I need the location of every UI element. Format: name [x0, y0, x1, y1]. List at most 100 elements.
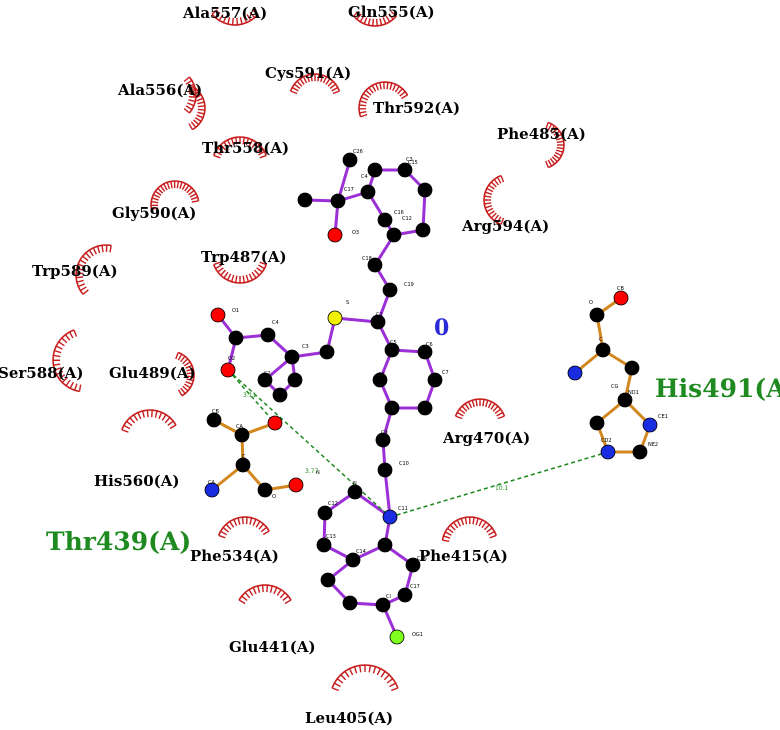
hydrophobic-spoke	[79, 286, 87, 292]
hydrophobic-spoke	[471, 399, 475, 408]
hydrophobic-spoke	[389, 682, 397, 688]
hydrophobic-spoke	[372, 666, 377, 674]
hydrophobic-spoke	[243, 15, 248, 23]
hydrophobic-spoke	[252, 9, 259, 15]
hydrophobic-spoke	[368, 87, 374, 94]
hydrophobic-spoke	[251, 141, 257, 149]
atom-label: C16	[417, 556, 427, 562]
hydrophobic-spoke	[146, 410, 149, 418]
hydrophobic-spoke	[246, 14, 252, 21]
atom-label: C18	[362, 256, 372, 262]
hydrophobic-spoke	[186, 187, 193, 194]
carbon-atom	[384, 342, 400, 358]
hydrophobic-spoke	[182, 385, 189, 392]
hydrophobic-spoke	[248, 139, 254, 147]
carbon-atom	[417, 182, 433, 198]
hydrophobic-spoke	[472, 517, 475, 525]
hydrophobic-spoke	[188, 87, 196, 91]
hydrophobic-spoke	[549, 125, 556, 132]
hydrophobic-spoke	[545, 160, 549, 168]
atom-label: NE2	[648, 442, 658, 448]
atom-label: C19	[404, 282, 414, 288]
carbon-atom	[595, 342, 611, 358]
hydrophobic-spoke	[227, 17, 231, 25]
hydrophobic-spoke	[220, 269, 226, 276]
hydrophobic-spoke	[82, 289, 89, 295]
hydrophobic-spoke	[484, 202, 492, 205]
hydrophobic-spoke	[257, 585, 261, 593]
hydrophobic-spoke	[129, 417, 136, 424]
hydrophobic-spoke	[65, 379, 71, 387]
hydrophobic-spoke	[180, 355, 186, 363]
hydrophobic-spoke	[332, 90, 340, 95]
atom-label: C12	[402, 216, 412, 222]
hydrophobic-spoke	[225, 523, 232, 530]
hydrophobic-spoke	[55, 345, 63, 350]
hydrophobic-spoke	[449, 524, 456, 531]
hydrophobic-spoke	[493, 214, 499, 222]
hydrophobic-spoke	[490, 403, 496, 410]
atom-label: C	[242, 454, 246, 460]
hydrophobic-spoke	[215, 264, 222, 270]
hydrophobic-spoke	[353, 10, 360, 17]
hydrophobic-spoke	[299, 78, 305, 85]
hydrophobic-spoke	[197, 105, 205, 108]
hydrophobic-spoke	[492, 405, 499, 412]
hydrophobic-spoke	[68, 331, 74, 339]
nitrogen-atom	[567, 365, 583, 381]
hydrophobic-spoke	[488, 184, 495, 190]
hydrophobic-spoke	[185, 79, 193, 85]
hydrophobic-spoke	[296, 80, 303, 87]
hydrophobic-spoke	[189, 193, 197, 198]
oxygen-atom	[327, 227, 343, 243]
carbon-atom	[382, 282, 398, 298]
hydrophobic-spoke	[69, 381, 75, 389]
oxygen-atom	[288, 477, 304, 493]
hydrophobic-spoke	[184, 383, 191, 389]
hydrophobic-spoke	[551, 156, 558, 163]
hydrophobic-spoke	[231, 17, 234, 25]
hydrophobic-spoke	[74, 383, 78, 391]
hydrophobic-spoke	[237, 517, 241, 525]
hydrophobic-spoke	[293, 83, 301, 89]
hydrophobic-spoke	[248, 589, 254, 596]
hydrophobic-spoke	[379, 18, 383, 26]
hydrophobic-spoke	[331, 687, 339, 692]
hydrophobic-spoke	[484, 191, 493, 195]
hydrophobic-spoke	[383, 674, 390, 681]
carbon-atom	[287, 372, 303, 388]
residue-label: Thr592(A)	[373, 99, 460, 117]
hydrophobic-spoke	[269, 585, 273, 593]
hydrophobic-spoke	[235, 137, 238, 145]
hydrophobic-spoke	[214, 11, 221, 19]
hydrophobic-spoke	[196, 114, 204, 119]
atom-label: C1	[376, 312, 383, 318]
hydrophobic-spoke	[336, 678, 344, 684]
hydrophobic-spoke	[382, 17, 387, 25]
carbon-atom	[632, 444, 648, 460]
hydrophobic-spoke	[261, 585, 264, 593]
hydrophobic-spoke	[177, 353, 183, 361]
hydrogen-bond	[227, 369, 276, 424]
hydrophobic-spoke	[497, 415, 505, 420]
hydrophobic-spoke	[258, 264, 265, 270]
hydrophobic-spoke	[169, 424, 177, 430]
hydrophobic-spoke	[241, 595, 248, 601]
hydrophobic-spoke	[460, 518, 465, 526]
carbon-atom	[370, 314, 386, 330]
atom-label: CA	[208, 480, 215, 486]
hydrophobic-spoke	[186, 372, 194, 375]
hydrophobic-spoke	[554, 151, 562, 157]
hydrophobic-spoke	[186, 378, 194, 382]
atom-label: C8	[378, 372, 385, 378]
hbond-distance: 10.1	[495, 485, 509, 492]
residue-label: Arg594(A)	[461, 217, 549, 235]
hydrophobic-spoke	[190, 121, 197, 128]
carbon-atom	[386, 227, 402, 243]
hydrophobic-spoke	[258, 150, 265, 156]
hydrophobic-spoke	[56, 370, 64, 376]
hydrophobic-spoke	[222, 15, 227, 23]
hydrophobic-spoke	[375, 18, 378, 26]
hydrophobic-spoke	[181, 183, 187, 191]
residue-label: Ala556(A)	[117, 81, 202, 99]
